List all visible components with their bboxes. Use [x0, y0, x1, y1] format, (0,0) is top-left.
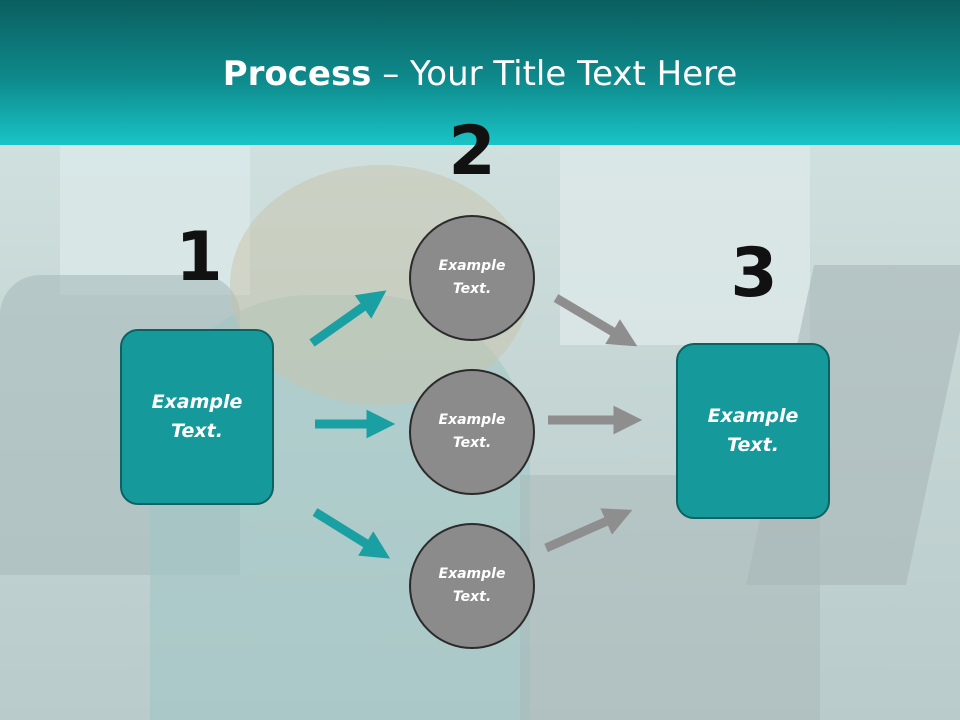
arrow-box1-to-circle3: [312, 508, 391, 559]
step-number-3: 3: [730, 234, 778, 313]
circle-1-text: Example Text.: [438, 258, 506, 297]
step3-box[interactable]: Example Text.: [676, 343, 830, 519]
step2-circle-3[interactable]: Example Text.: [409, 523, 535, 649]
step3-box-text: Example Text.: [707, 405, 799, 456]
header-band: Process – Your Title Text Here: [0, 0, 960, 145]
circle-3-text: Example Text.: [438, 566, 506, 605]
step1-box-text: Example Text.: [151, 391, 243, 442]
step-number-1: 1: [175, 218, 223, 297]
title-bold: Process: [222, 54, 372, 94]
arrow-box1-to-circle1: [309, 290, 387, 347]
arrow-circle3-to-box3: [544, 508, 633, 553]
slide-title: Process – Your Title Text Here: [0, 52, 960, 96]
step-number-2: 2: [448, 112, 496, 191]
step2-circle-2[interactable]: Example Text.: [409, 369, 535, 495]
title-rest: – Your Title Text Here: [371, 54, 738, 94]
step1-box[interactable]: Example Text.: [120, 329, 274, 505]
circle-2-text: Example Text.: [438, 412, 506, 451]
step2-circle-1[interactable]: Example Text.: [409, 215, 535, 341]
arrow-circle1-to-box3: [553, 294, 638, 347]
